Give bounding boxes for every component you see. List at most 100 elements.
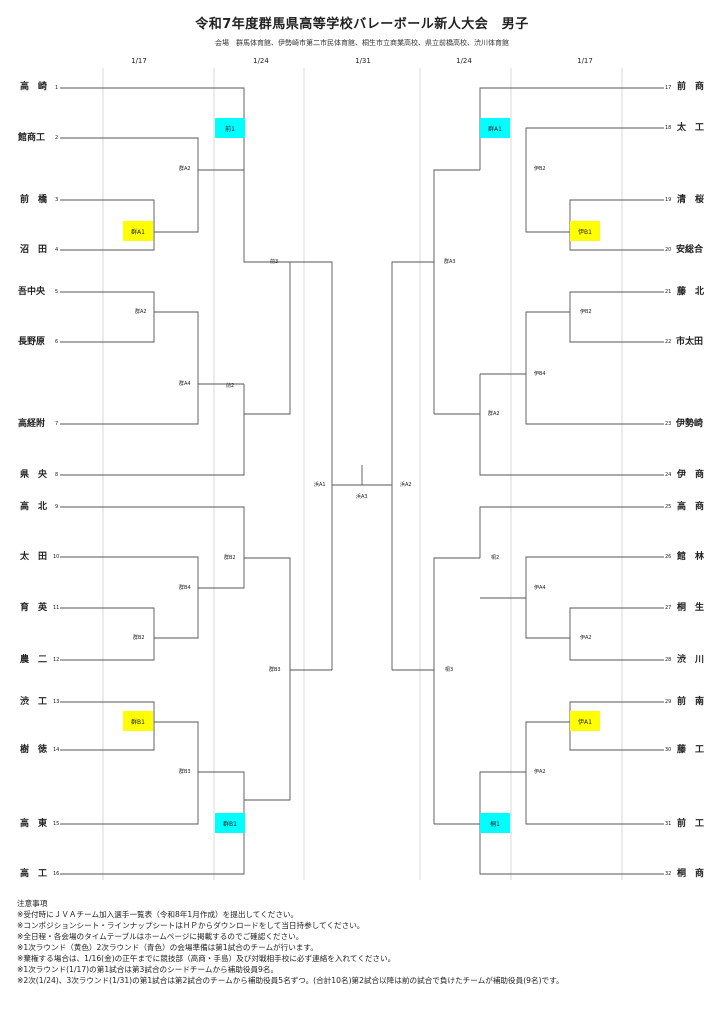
match-label: 伊B2 <box>580 309 592 315</box>
seed-number: 12 <box>53 657 60 663</box>
match-label: 浜A1 <box>314 482 326 488</box>
note-line: ※棄権する場合は、1/16(金)の正午までに競技部（高商・手島）及び対戦相手校に… <box>17 954 396 963</box>
seed-number: 7 <box>55 421 59 427</box>
match-label: 群A2 <box>179 166 191 172</box>
match-label: 伊A2 <box>580 635 592 641</box>
team-name: 高経附 <box>18 419 46 429</box>
team-name: 県 央 <box>20 470 48 480</box>
seed-number: 9 <box>55 504 59 510</box>
seed-number: 11 <box>53 605 60 611</box>
seed-number: 1 <box>55 85 59 91</box>
seed-number: 28 <box>665 657 672 663</box>
seed-number: 19 <box>665 197 672 203</box>
right-bracket-lines <box>391 87 664 875</box>
notes-heading: 注意事項 <box>17 899 48 908</box>
team-name: 吾中央 <box>18 287 46 297</box>
match-label: 群A4 <box>179 381 191 387</box>
team-name: 樹 徳 <box>20 745 48 755</box>
team-name: 高 崎 <box>20 82 48 92</box>
match-label: 群B3 <box>269 667 281 673</box>
team-name: 沼 田 <box>20 245 48 255</box>
team-name: 前 橋 <box>20 195 48 205</box>
match-label: 群B2 <box>224 555 236 561</box>
team-name: 渋 川 <box>677 655 705 665</box>
round1-badge: 伊B1 <box>570 221 600 241</box>
round1-badge: 群A1 <box>123 221 153 241</box>
seed-number: 2 <box>55 135 59 141</box>
note-line: ※全日程・各会場のタイムテーブルはホームページに掲載するのでご確認ください。 <box>17 932 304 941</box>
date-left-round1: 1/17 <box>131 57 147 65</box>
team-name: 伊 商 <box>677 470 705 480</box>
team-name: 太 田 <box>20 552 48 562</box>
seed-number: 31 <box>665 821 672 827</box>
round2-badge: 桐1 <box>480 813 510 833</box>
team-name: 渋 工 <box>20 697 48 707</box>
seed-number: 4 <box>55 247 59 253</box>
team-name: 農 二 <box>20 655 48 665</box>
team-name: 前 南 <box>677 697 705 707</box>
note-line: ※1次ラウンド（黄色）2次ラウンド（青色）の会場準備は第1試合のチームが行います… <box>17 943 318 952</box>
match-label: 前3 <box>270 259 279 265</box>
notes-section: 注意事項 ※受付時にＪＶＡチーム加入選手一覧表（令和8年1月作成）を提出してくだ… <box>17 898 717 986</box>
team-name: 館商工 <box>18 133 46 143</box>
team-name: 桐 商 <box>677 869 705 879</box>
team-name: 藤 工 <box>677 745 705 755</box>
round2-badge: 群A1 <box>480 118 510 138</box>
seed-number: 20 <box>665 247 672 253</box>
date-final: 1/31 <box>355 57 371 65</box>
venue-line: 会場 群馬体育館、伊勢崎市第二市民体育館、桐生市立商業高校、県立前橋高校、渋川体… <box>215 39 509 47</box>
seed-number: 10 <box>53 554 60 560</box>
seed-number: 30 <box>665 747 672 753</box>
match-label: 群B3 <box>179 769 191 775</box>
seed-number: 23 <box>665 421 672 427</box>
team-name: 前 工 <box>677 819 705 829</box>
team-name: 伊勢崎 <box>676 419 704 429</box>
seed-number: 16 <box>53 871 60 877</box>
team-name: 藤 北 <box>677 287 705 297</box>
team-name: 前 商 <box>677 82 705 92</box>
seed-number: 8 <box>55 472 59 478</box>
match-label: 桐2 <box>491 555 500 561</box>
match-label: 前2 <box>226 383 235 389</box>
match-label: 群A3 <box>444 259 456 265</box>
team-name: 館 林 <box>677 552 705 562</box>
seed-number: 24 <box>665 472 672 478</box>
match-label: 群B2 <box>133 635 145 641</box>
round1-badge: 伊A1 <box>570 711 600 731</box>
note-line: ※1次ラウンド(1/17)の第1試合は第3試合のシードチームから補助役員9名。 <box>17 965 279 974</box>
page-title: 令和7年度群馬県高等学校バレーボール新人大会 男子 <box>195 17 529 32</box>
team-name: 長野原 <box>18 337 46 347</box>
team-name: 高 東 <box>20 819 48 829</box>
round2-badge: 前1 <box>215 118 245 138</box>
seed-number: 26 <box>665 554 672 560</box>
column-dividers <box>102 68 623 880</box>
match-label: 伊B4 <box>534 371 546 377</box>
match-label: 伊B2 <box>534 166 546 172</box>
round1-badge: 群B1 <box>123 711 153 731</box>
seed-number: 6 <box>55 339 59 345</box>
team-name: 太 工 <box>677 123 705 133</box>
team-name: 高 北 <box>20 502 48 512</box>
team-name: 清 桜 <box>677 195 705 205</box>
match-label: 伊A2 <box>534 769 546 775</box>
seed-number: 22 <box>665 339 672 345</box>
seed-number: 18 <box>665 125 672 131</box>
seed-number: 27 <box>665 605 672 611</box>
note-line: ※2次(1/24)、3次ラウンド(1/31)の第1試合は第2試合のチームから補助… <box>17 976 564 985</box>
seed-number: 17 <box>665 85 672 91</box>
match-label: 群A2 <box>135 309 147 315</box>
seed-number: 29 <box>665 699 672 705</box>
date-right-round2: 1/24 <box>456 57 472 65</box>
match-label: 伊A4 <box>534 585 546 591</box>
team-name: 高 工 <box>20 869 48 879</box>
date-left-round2: 1/24 <box>253 57 269 65</box>
date-right-round1: 1/17 <box>577 57 593 65</box>
final-lines <box>332 465 392 486</box>
seed-number: 13 <box>53 699 60 705</box>
match-label: 浜A3 <box>356 494 368 500</box>
left-bracket-lines <box>60 87 333 875</box>
match-label: 浜A2 <box>400 482 412 488</box>
note-line: ※受付時にＪＶＡチーム加入選手一覧表（令和8年1月作成）を提出してください。 <box>17 910 299 919</box>
note-line: ※コンポジションシート・ラインナップシートはＨＰからダウンロードをして当日持参し… <box>17 921 365 930</box>
seed-number: 21 <box>665 289 672 295</box>
